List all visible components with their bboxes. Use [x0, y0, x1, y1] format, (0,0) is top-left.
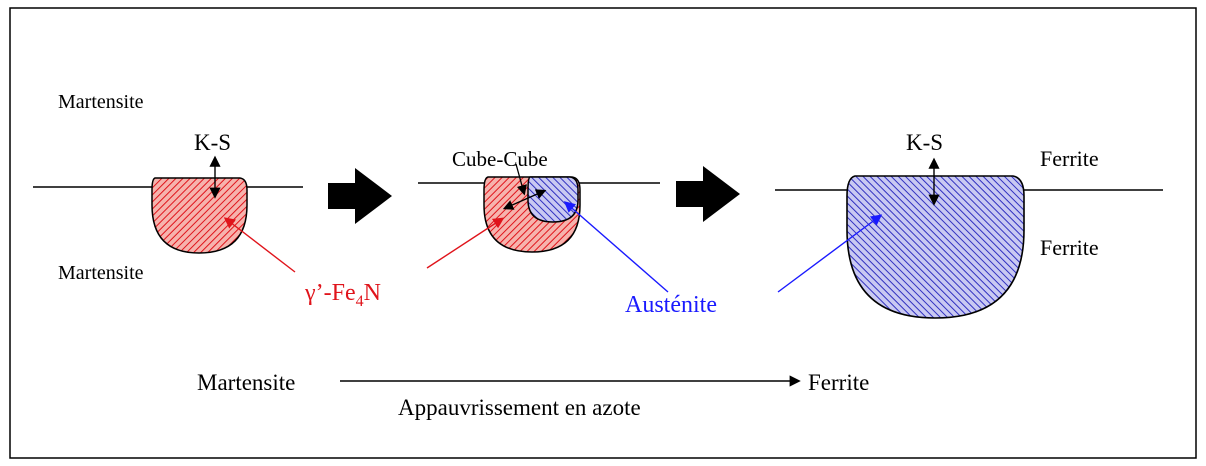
gamma-prime-label: γ’-Fe4N [304, 280, 381, 310]
axis-end-label: Ferrite [808, 370, 869, 395]
austenite-pointer-3 [777, 214, 883, 293]
austenite-grain-3 [846, 175, 1025, 319]
gamma-pointer-2 [426, 217, 505, 269]
cube-cube-leader [515, 163, 527, 196]
axis-caption: Appauvrissement en azote [398, 395, 641, 420]
austenite-pointer-2 [563, 201, 669, 293]
ks-label-1: K-S [194, 130, 231, 155]
austenite-nucleus-2 [527, 176, 579, 223]
transition-arrow-1 [328, 168, 392, 224]
gamma-pointer-1 [223, 217, 296, 273]
cube-cube-label: Cube-Cube [452, 147, 548, 171]
diagram-frame [9, 7, 1197, 459]
gamma-precipitate-1 [151, 177, 248, 254]
axis-start-label: Martensite [197, 370, 295, 395]
cube-cube-arrow [502, 189, 547, 210]
ferrite-right-label: Ferrite [1040, 235, 1099, 260]
ferrite-top-label: Ferrite [1040, 146, 1099, 171]
austenite-label: Austénite [625, 292, 717, 318]
transition-arrow-2 [676, 166, 740, 222]
martensite-top-label: Martensite [58, 91, 144, 113]
ks-label-3: K-S [906, 130, 943, 155]
martensite-bottom-label: Martensite [58, 262, 144, 284]
